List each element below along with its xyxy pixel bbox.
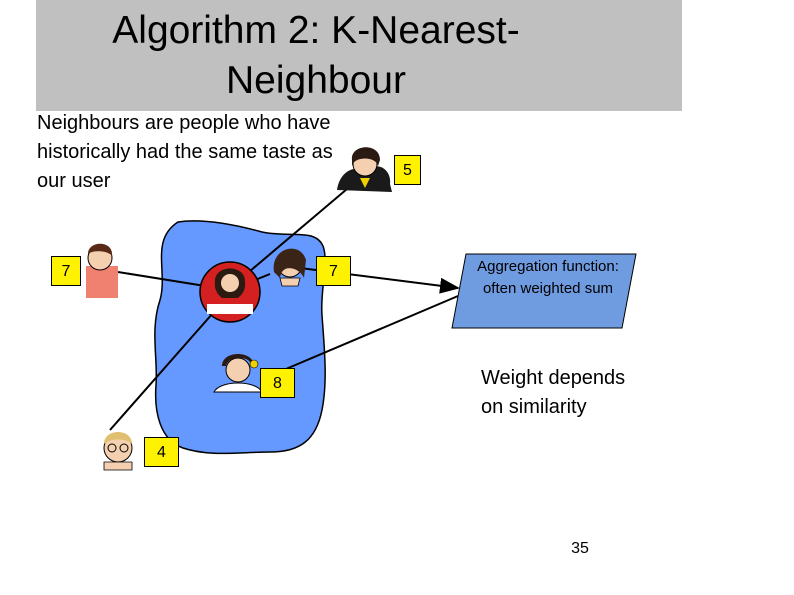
intro-text: Neighbours are people who have historica… <box>37 112 333 192</box>
link-bottom-left <box>109 295 229 431</box>
link-top <box>229 177 361 289</box>
weight-note: Weight depends on similarity <box>481 367 626 418</box>
slide-title: Algorithm 2: K-Nearest- Neighbour <box>36 6 596 106</box>
rating-box-left: 7 <box>51 256 81 286</box>
active-user <box>199 261 261 323</box>
page-number: 35 <box>571 540 589 557</box>
aggregation-label: Aggregation function: often weighted sum <box>477 258 619 297</box>
slide-title-line: Neighbour <box>226 59 406 102</box>
aggregation-box <box>451 253 637 329</box>
rating-box-bottom: 8 <box>260 368 295 398</box>
rating-box-bottom-left: 4 <box>144 437 179 467</box>
person-icon <box>337 147 392 192</box>
slide-title-line: Algorithm 2: K-Nearest- <box>112 9 520 52</box>
person-icon <box>213 354 263 393</box>
rating-box-right: 7 <box>316 256 351 286</box>
person-icon <box>86 243 118 298</box>
arrow-from-bottom <box>259 295 459 381</box>
person-icon <box>103 432 133 471</box>
title-bar <box>36 0 682 111</box>
person-icon <box>273 248 306 287</box>
rating-box-top: 5 <box>394 155 421 185</box>
